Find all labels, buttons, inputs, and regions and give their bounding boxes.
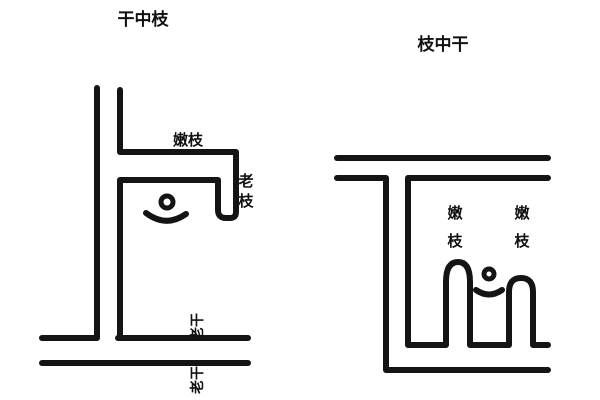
left-trunk-outer-line	[39, 85, 100, 341]
right-label-young-branch-1b: 枝	[447, 232, 463, 250]
right-label-young-branch-1a: 嫩	[447, 204, 463, 222]
right-outer-frame-line	[334, 175, 551, 373]
right-inner-arch-line	[405, 175, 551, 348]
right-bud-smile-icon	[473, 287, 505, 298]
right-diagram-title: 枝中干	[418, 34, 469, 55]
right-label-young-branch-2a: 嫩	[514, 204, 530, 222]
left-label-old-trunk-1: 老干	[189, 313, 206, 341]
right-label-young-branch-2b: 枝	[514, 232, 530, 250]
left-label-old-branch-1: 老	[237, 172, 253, 190]
left-label-old-trunk-2: 老干	[189, 366, 206, 394]
right-bud-icon	[481, 266, 497, 282]
left-label-old-branch-2: 枝	[238, 192, 254, 210]
right-diagram: 枝中干 嫩 枝 嫩 枝	[334, 34, 551, 373]
left-branch-loop-line	[117, 87, 239, 341]
left-label-young-branch: 嫩枝	[173, 131, 204, 149]
left-diagram-title: 干中枝	[118, 9, 170, 30]
left-diagram: 干中枝 嫩枝 老 枝 老干 老干	[39, 9, 254, 394]
left-bud-icon	[158, 193, 176, 211]
left-bud-smile-icon	[143, 210, 189, 224]
